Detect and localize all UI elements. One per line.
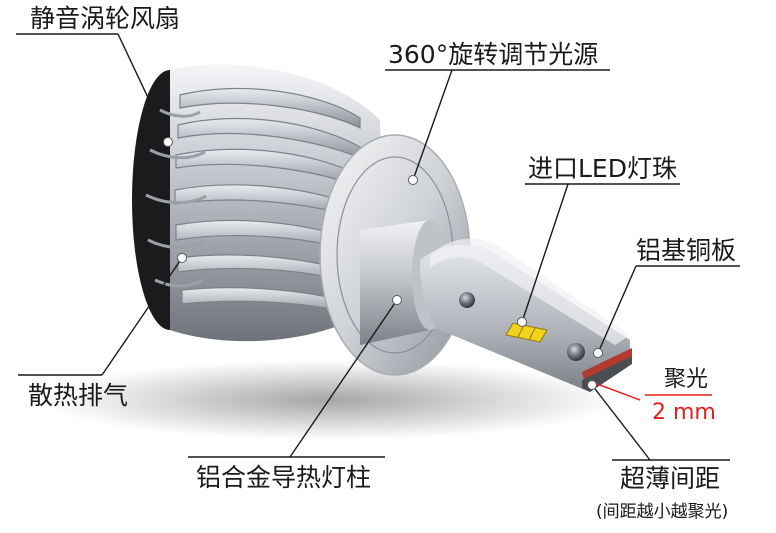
screw-top	[459, 292, 475, 308]
arm-highlight	[430, 238, 630, 345]
copper-plate-strip	[582, 348, 632, 380]
label-2mm: 2 mm	[652, 400, 716, 425]
label-alloy-pillar: 铝合金导热灯柱	[196, 463, 372, 492]
label-360-rotate: 360°旋转调节光源	[388, 40, 599, 69]
led-chip	[505, 322, 548, 343]
label-thin-spacing: 超薄间距	[620, 464, 721, 493]
callout-lines	[16, 33, 740, 461]
label-led-chip: 进口LED灯珠	[528, 154, 677, 183]
label-focus: 聚光	[664, 367, 709, 392]
fan-blades	[145, 108, 207, 288]
white-dot-marker-icon	[163, 137, 603, 390]
label-copper-board: 铝基铜板	[636, 236, 737, 265]
distance-marker	[591, 381, 712, 401]
label-spacing-note: (间距越小越聚光)	[596, 502, 729, 522]
label-silent-fan: 静音涡轮风扇	[30, 4, 181, 33]
heat-pillar	[360, 220, 430, 345]
label-exhaust: 散热排气	[28, 381, 129, 410]
floor-shadow	[40, 360, 620, 440]
screw-bottom	[567, 343, 585, 361]
